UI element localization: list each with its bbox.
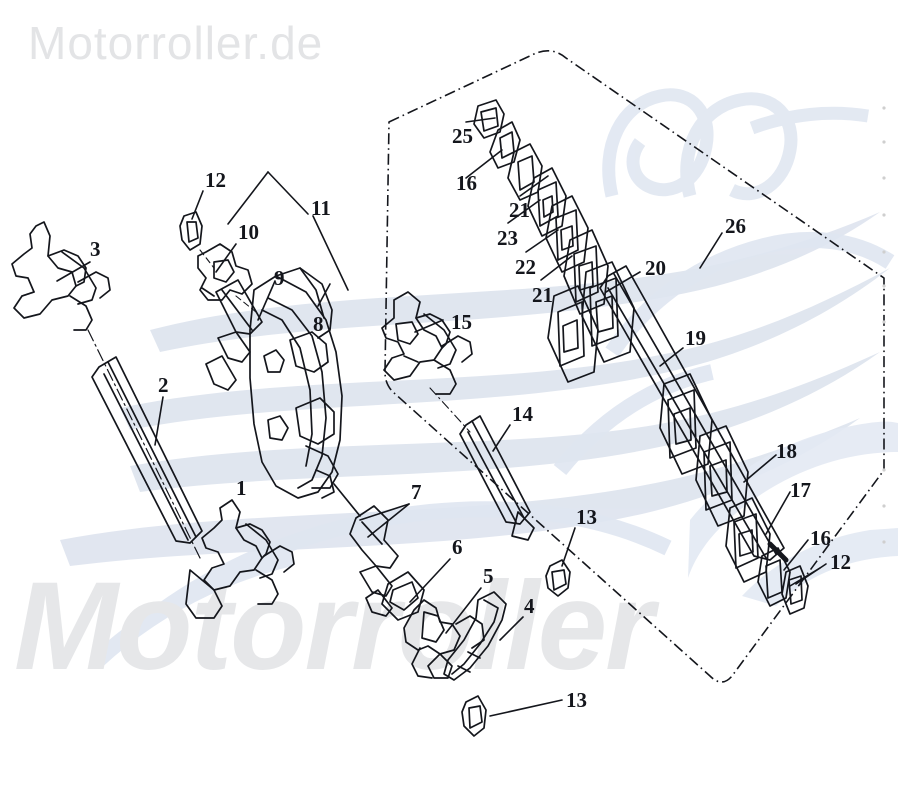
- dowel-pin-right: [767, 541, 789, 563]
- subassembly-boundary: [384, 50, 885, 683]
- part-5-return-spring: [403, 599, 485, 679]
- part-12-lock-washer-right: [781, 565, 809, 615]
- part-1-shift-fork: [185, 499, 295, 619]
- axis-line-12: [199, 249, 215, 269]
- callout-label: 12: [830, 550, 851, 574]
- part-4-shift-lever-arm: [443, 591, 507, 681]
- callout-label: 17: [790, 478, 811, 502]
- callout-label: 3: [90, 237, 101, 261]
- callout-label: 26: [725, 214, 746, 238]
- callout-label: 20: [645, 256, 666, 280]
- part-9-drum-pin: [205, 279, 263, 391]
- script-logo-watermark: [602, 88, 870, 201]
- callout-label: 10: [238, 220, 259, 244]
- callout-label: 23: [497, 226, 518, 250]
- part-13-bolt-lower: [461, 695, 487, 737]
- callout-label: 9: [274, 266, 285, 290]
- callout-label: 5: [483, 564, 494, 588]
- callout-label: 13: [566, 688, 587, 712]
- axis-line-10: [235, 295, 257, 313]
- watermark-top-text: Motorroller.de: [28, 17, 324, 69]
- callout-label: 2: [158, 373, 169, 397]
- callout-label: 12: [205, 168, 226, 192]
- part-12-lock-washer-left: [179, 211, 203, 251]
- callout-label: 15: [451, 310, 472, 334]
- part-15-shift-fork: [381, 291, 473, 395]
- part-11-shift-drum-assembly: [249, 267, 343, 499]
- callout-label: 16: [456, 171, 477, 195]
- callout-label: 21: [509, 198, 530, 222]
- callout-label: 13: [576, 505, 597, 529]
- axis-line-fork-2: [87, 329, 201, 559]
- callout-label: 4: [524, 594, 535, 618]
- callout-label: 25: [452, 124, 473, 148]
- callout-label: 6: [452, 535, 463, 559]
- part-6-pawl-stopper: [381, 571, 425, 621]
- part-25-end-plate: [473, 99, 505, 139]
- part-10-star-cam: [197, 243, 253, 301]
- callout-label: 11: [311, 196, 331, 220]
- callout-label: 19: [685, 326, 706, 350]
- axis-line-14: [429, 387, 471, 433]
- callout-leader-lines: [56, 117, 827, 717]
- part-2-fork-shaft: [91, 356, 203, 544]
- part-23-idler-gear: [527, 167, 567, 237]
- part-3-shift-fork: [11, 221, 111, 331]
- callout-label: 7: [411, 480, 422, 504]
- part-18-driven-gear: [659, 373, 749, 527]
- callout-label: 22: [515, 255, 536, 279]
- callout-label: 8: [313, 312, 324, 336]
- callout-label: 16: [810, 526, 831, 550]
- callout-label: 21: [532, 283, 553, 307]
- callout-label: 14: [512, 402, 533, 426]
- callout-label: 18: [776, 439, 797, 463]
- callout-label: 1: [236, 476, 247, 500]
- part-20-gear-cluster: [547, 261, 635, 383]
- part-14-fork-shaft-center: [459, 415, 535, 541]
